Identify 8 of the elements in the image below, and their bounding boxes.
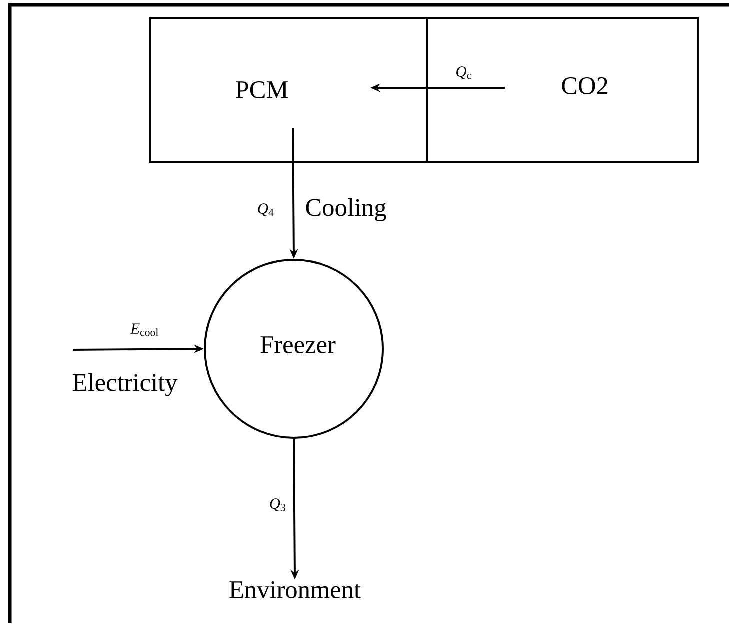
node-text: Environment [230, 582, 361, 598]
edge-label: Q$_{3}$ [270, 498, 286, 512]
box: PCM [149, 17, 428, 163]
edge-label: Q$_{c}$ [456, 66, 472, 80]
edge-label: Q$_{4}$ [258, 204, 274, 216]
label: Cooling [306, 198, 386, 222]
edge-label: E$_{cool}$ [130, 324, 158, 336]
label: Electricity [73, 373, 178, 397]
